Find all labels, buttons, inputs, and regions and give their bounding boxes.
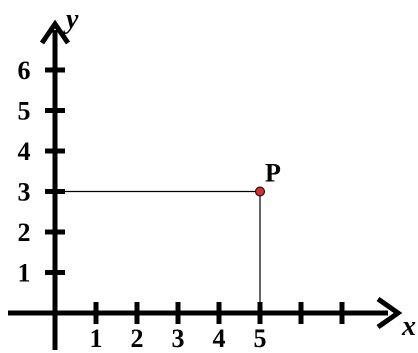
x-axis-arrow (376, 296, 403, 330)
x-tick-label-1: 1 (90, 324, 103, 353)
y-axis-arrow (39, 19, 71, 45)
y-tick-label-2: 2 (18, 218, 31, 247)
ticks (45, 67, 345, 324)
point-P (255, 186, 265, 197)
x-tick-label-4: 4 (213, 324, 226, 353)
axes (8, 19, 403, 350)
y-tick-label-5: 5 (18, 97, 31, 126)
point-label-P: P (265, 159, 281, 188)
x-tick-label-2: 2 (131, 324, 144, 353)
data-points: P (255, 159, 281, 197)
x-tick-label-3: 3 (172, 324, 185, 353)
y-tick-label-1: 1 (18, 259, 31, 288)
y-axis-label: y (63, 4, 79, 35)
x-axis-label: x (401, 311, 416, 342)
guide-lines (55, 190, 261, 313)
y-tick-label-4: 4 (18, 137, 31, 166)
y-tick-label-3: 3 (18, 178, 31, 207)
y-tick-label-6: 6 (18, 56, 31, 85)
x-tick-label-5: 5 (254, 324, 267, 353)
